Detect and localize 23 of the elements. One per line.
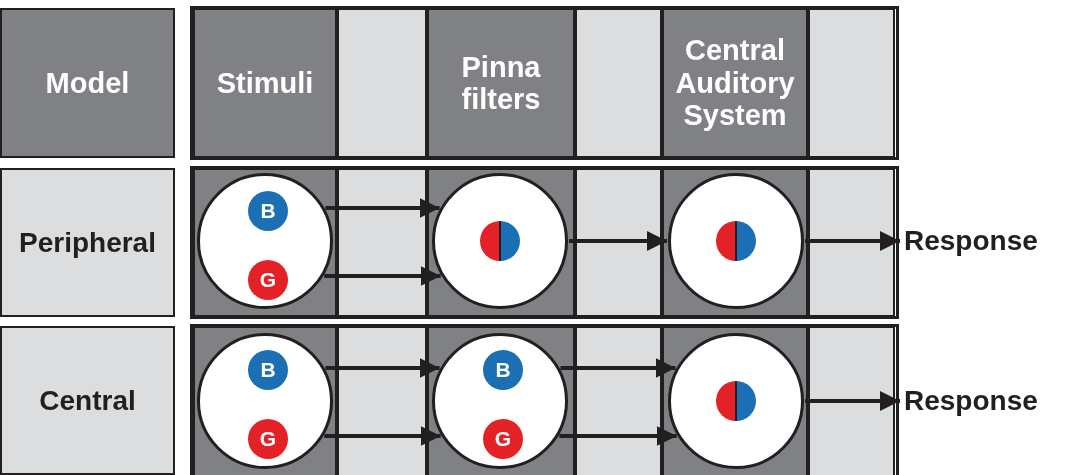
- letter-circle: G: [483, 419, 523, 459]
- letter-circle: G: [248, 419, 288, 459]
- letter-circle: B: [248, 350, 288, 390]
- response-text: Response: [900, 221, 1062, 261]
- letter-circle: G: [248, 260, 288, 300]
- arrow: [325, 198, 440, 218]
- header-cell: Pinna filters: [427, 8, 575, 158]
- response-text: Response: [900, 381, 1062, 421]
- letter-circle: B: [483, 350, 523, 390]
- arrow: [324, 266, 441, 286]
- arrow: [324, 426, 441, 446]
- arrow: [560, 358, 676, 378]
- header-cell: Stimuli: [193, 8, 337, 158]
- arrow: [559, 426, 677, 446]
- arrow: [805, 391, 900, 411]
- row-label-cell: Central: [0, 326, 175, 475]
- header-cell: Model: [0, 8, 175, 158]
- arrow: [569, 231, 667, 251]
- letter-circle: B: [248, 191, 288, 231]
- row-label-cell: Peripheral: [0, 168, 175, 317]
- header-cell: Central Auditory System: [662, 8, 808, 158]
- arrow: [805, 231, 900, 251]
- arrow: [325, 358, 440, 378]
